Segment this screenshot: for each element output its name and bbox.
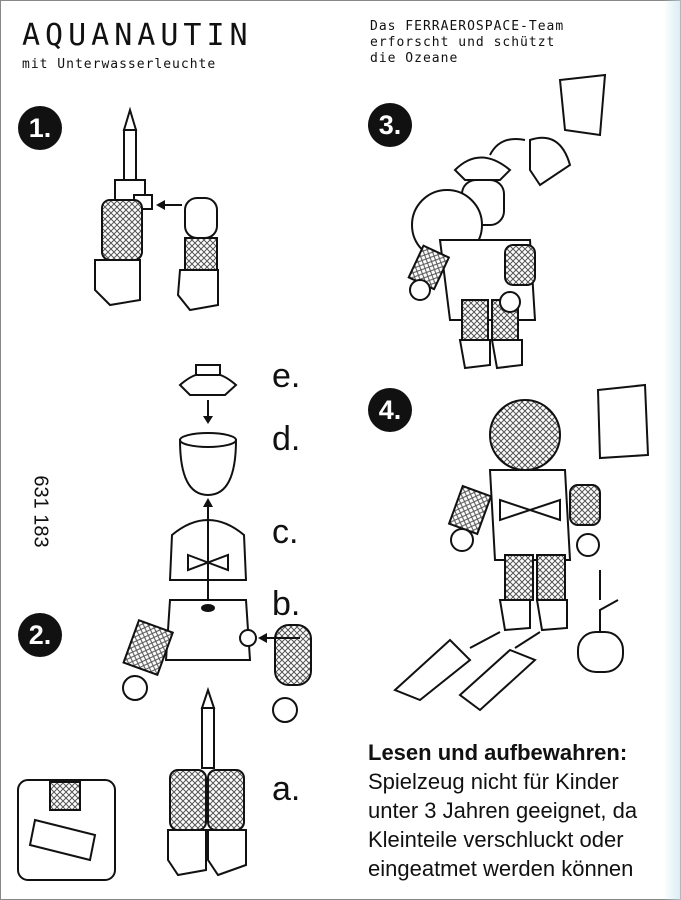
step-1-legs-figure (94, 106, 219, 312)
part-label-d: d. (272, 420, 301, 458)
step-1-badge: 1. (18, 106, 62, 150)
step-2-badge: 2. (18, 613, 62, 657)
step-3-badge: 3. (368, 103, 412, 147)
product-subtitle: mit Unterwasserleuchte (22, 57, 217, 72)
warning-line: Spielzeug nicht für Kinder (368, 769, 619, 794)
warning-line: Kleinteile verschluckt oder (368, 827, 624, 852)
team-tagline: Das FERRAEROSPACE-Team erforscht und sch… (370, 19, 564, 67)
part-label-c: c. (272, 513, 299, 551)
safety-warning: Lesen und aufbewahren: Spielzeug nicht f… (368, 738, 637, 883)
tagline-line: erforscht und schützt (370, 35, 556, 50)
warning-line: unter 3 Jahren geeignet, da (368, 798, 638, 823)
tagline-line: Das FERRAEROSPACE-Team (370, 19, 565, 34)
part-label-b: b. (272, 585, 301, 623)
product-title: AQUANAUTIN (22, 18, 253, 53)
warning-line: eingeatmet werden können (368, 856, 634, 881)
inset-detail (17, 779, 116, 881)
warning-heading: Lesen und aufbewahren: (368, 740, 628, 765)
step-4-badge: 4. (368, 388, 412, 432)
step-4-figure (393, 383, 650, 712)
tagline-line: die Ozeane (370, 51, 459, 66)
step-3-figure (407, 73, 607, 370)
part-d-head (178, 432, 238, 497)
part-e-helmet-top (178, 364, 238, 396)
part-label-a: a. (272, 770, 301, 808)
part-label-e: e. (272, 357, 301, 395)
part-b-torso-arms (122, 599, 312, 723)
scan-edge (663, 0, 681, 900)
part-a-legs (167, 686, 247, 877)
